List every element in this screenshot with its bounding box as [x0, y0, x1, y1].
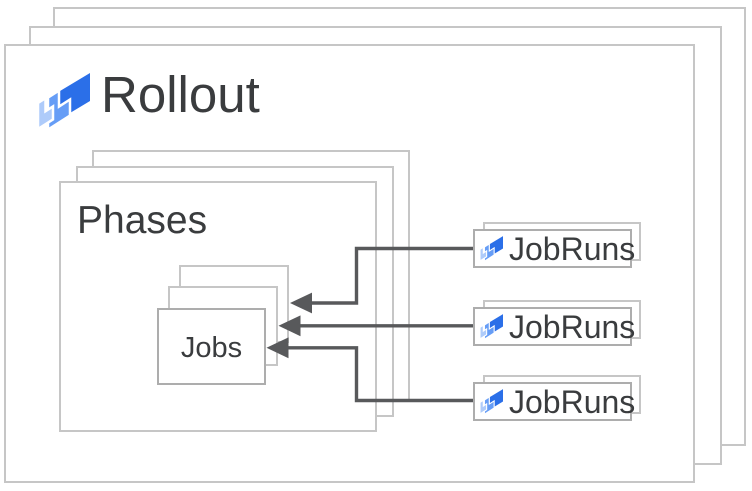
cloud-deploy-icon — [480, 314, 503, 340]
phases-label: Phases — [77, 199, 208, 242]
jobruns-chip-1: JobRuns — [473, 229, 636, 268]
jobruns-chip-2: JobRuns — [473, 307, 636, 346]
cloud-deploy-icon — [480, 236, 503, 262]
jobs-label: Jobs — [180, 332, 243, 364]
jobruns-label: JobRuns — [509, 308, 636, 345]
rollout-label: Rollout — [101, 66, 260, 123]
cloud-deploy-icon — [480, 389, 503, 415]
jobruns-label: JobRuns — [509, 383, 636, 420]
jobruns-label: JobRuns — [509, 230, 636, 267]
jobs-card-front-layer — [157, 308, 266, 385]
cloud-deploy-icon — [38, 73, 90, 131]
jobruns-chip-3: JobRuns — [473, 382, 636, 421]
